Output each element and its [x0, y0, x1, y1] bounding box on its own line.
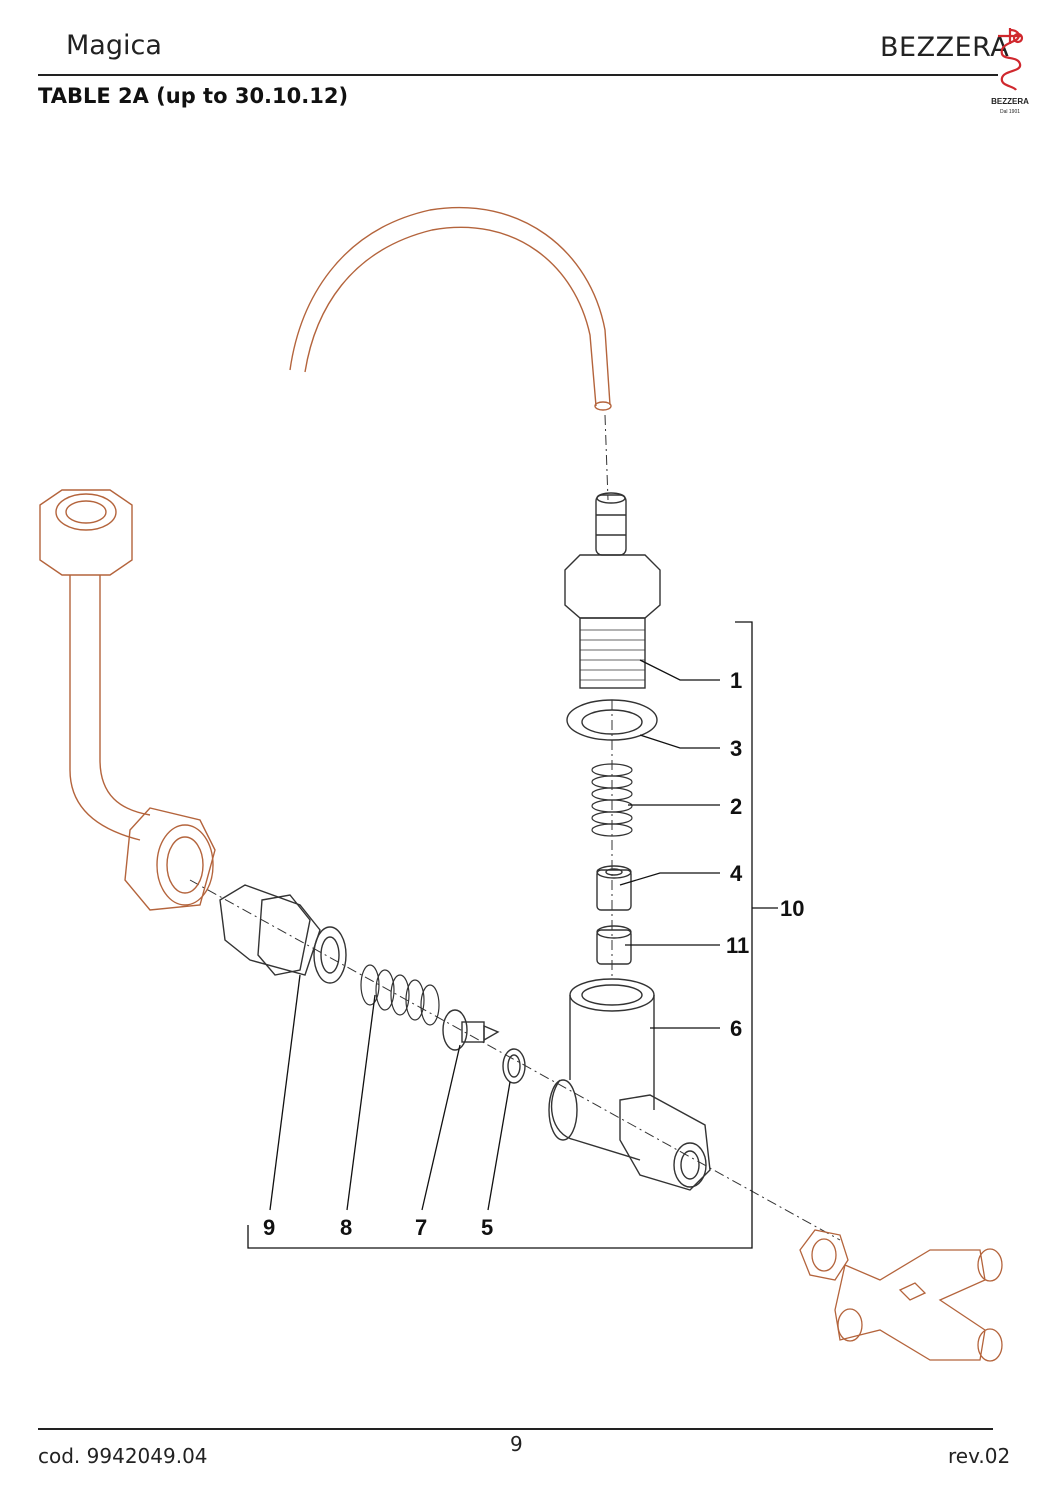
revision-label: rev.02: [948, 1444, 1011, 1468]
page-number: 9: [510, 1432, 523, 1456]
leader-lines: [247, 621, 778, 1249]
cross-fitting: [799, 1229, 1003, 1362]
part-4-piston: [596, 865, 632, 911]
part-2-spring: [591, 763, 633, 837]
bent-pipe-with-nut: [39, 489, 216, 911]
callout-9: 9: [263, 1215, 275, 1240]
callout-11: 11: [726, 933, 749, 958]
callout-1: 1: [730, 668, 742, 693]
part-11-seal: [596, 925, 632, 965]
part-8-spring: [360, 964, 440, 1026]
callout-7: 7: [415, 1215, 427, 1240]
callout-6: 6: [730, 1016, 742, 1041]
callout-10: 10: [780, 896, 804, 921]
callout-8: 8: [340, 1215, 352, 1240]
footer-rule: [38, 1428, 993, 1430]
svg-text:Dal 1901: Dal 1901: [1000, 109, 1020, 115]
assembly-axes: [189, 414, 841, 1241]
svg-text:BEZZERA: BEZZERA: [991, 97, 1029, 106]
document-code: cod. 9942049.04: [38, 1444, 208, 1468]
bezzera-logo-icon: BEZZERA Dal 1901: [991, 28, 1029, 115]
table-heading: TABLE 2A (up to 30.10.12): [38, 84, 349, 108]
callout-4: 4: [730, 861, 743, 886]
callout-2: 2: [730, 794, 742, 819]
callout-3: 3: [730, 736, 742, 761]
flexible-tube: [289, 206, 612, 411]
part-5-o-ring: [502, 1048, 526, 1084]
callout-5: 5: [481, 1215, 493, 1240]
part-1-hose-fitting: [564, 492, 661, 689]
part-9-threaded-body: [219, 884, 347, 984]
page-header: Magica TABLE 2A (up to 30.10.12) BEZZERA…: [0, 0, 1044, 120]
part-3-washer: [566, 699, 658, 741]
brand-name: BEZZERA: [880, 32, 1010, 63]
header-rule: [38, 74, 998, 76]
document-title: Magica: [66, 30, 162, 61]
part-7-valve-pin: [442, 1009, 500, 1051]
part-6-elbow-body: [548, 978, 711, 1191]
